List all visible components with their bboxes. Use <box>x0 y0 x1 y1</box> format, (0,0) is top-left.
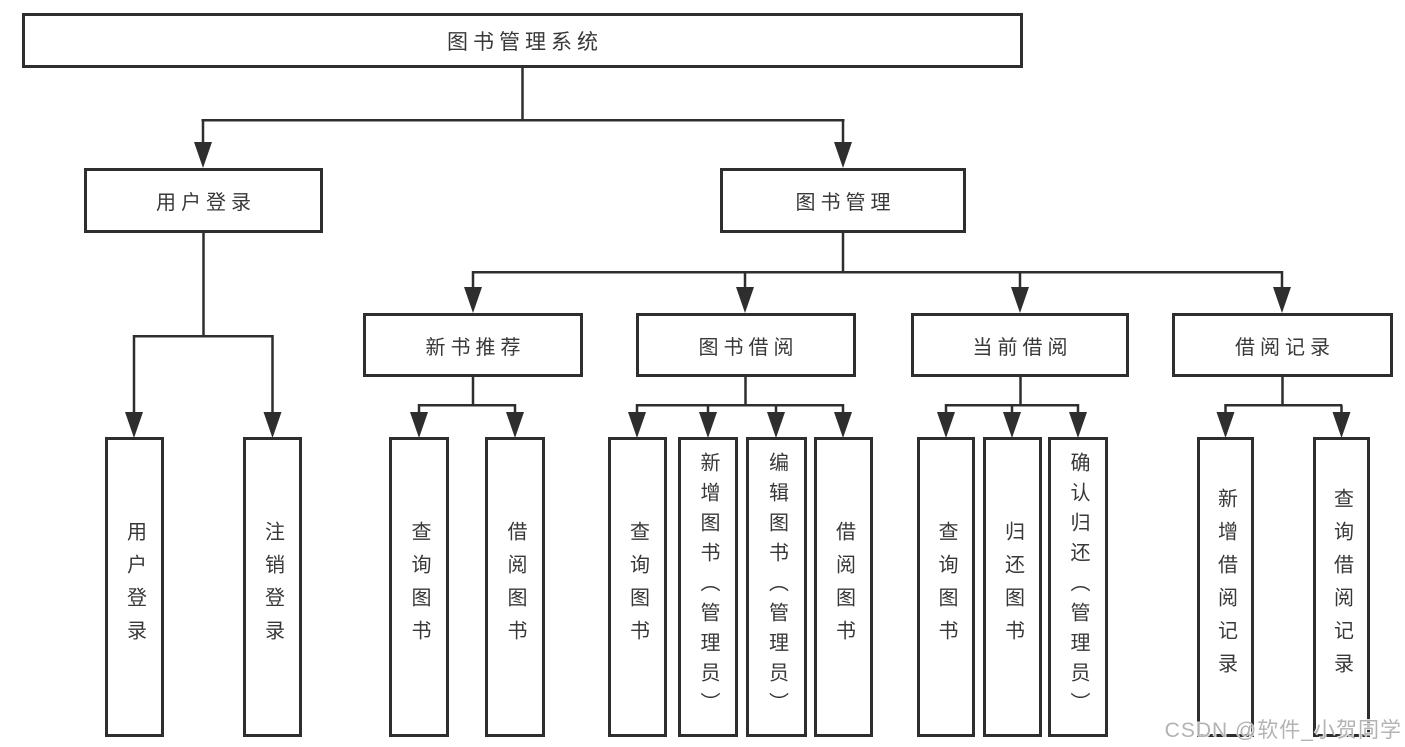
leaf-logout: 注销登录 <box>243 437 302 737</box>
arrowheads-new-book-recommendation <box>410 412 524 438</box>
leaf-query-borrow-record: 查询借阅记录 <box>1313 437 1370 737</box>
connector-book-management <box>471 233 1284 289</box>
node-user-login-label: 用户登录 <box>156 192 256 214</box>
leaf-query-books-recommend: 查询图书 <box>389 437 449 737</box>
node-library-system: 图书管理系统 <box>22 13 1023 68</box>
node-book-borrowing-label: 图书借阅 <box>698 336 799 359</box>
node-book-borrowing: 图书借阅 <box>636 313 856 377</box>
node-borrowing-records-label: 借阅记录 <box>1235 336 1335 359</box>
leaf-add-book-admin: 新增图书（管理员） <box>678 437 738 737</box>
leaf-confirm-return-admin: 确认归还（管理员） <box>1048 437 1108 737</box>
node-new-book-recommendation-label: 新书推荐 <box>425 336 526 359</box>
leaf-user-login-label: 用户登录 <box>123 521 146 653</box>
node-current-borrowing-label: 当前借阅 <box>972 336 1073 359</box>
leaf-confirm-return-admin-label: 确认归还（管理员） <box>1067 452 1089 722</box>
leaf-add-borrow-record: 新增借阅记录 <box>1197 437 1254 737</box>
connector-user-login <box>132 233 274 414</box>
connector-current-borrowing <box>944 377 1080 414</box>
node-library-system-label: 图书管理系统 <box>447 30 603 54</box>
leaf-query-books-current: 查询图书 <box>917 437 975 737</box>
leaf-add-borrow-record-label: 新增借阅记录 <box>1214 488 1237 686</box>
arrowheads-borrowing-records <box>1216 412 1351 438</box>
leaf-query-books-borrowing-label: 查询图书 <box>626 521 649 653</box>
leaf-edit-book-admin: 编辑图书（管理员） <box>746 437 807 737</box>
leaf-query-borrow-record-label: 查询借阅记录 <box>1330 488 1353 686</box>
leaf-return-book-label: 归还图书 <box>1001 521 1024 653</box>
leaf-logout-label: 注销登录 <box>261 521 284 653</box>
leaf-add-book-admin-label: 新增图书（管理员） <box>697 452 719 722</box>
leaf-return-book: 归还图书 <box>983 437 1042 737</box>
leaf-query-books-borrowing: 查询图书 <box>608 437 667 737</box>
connector-new-book-recommendation <box>417 377 517 414</box>
node-book-management-label: 图书管理 <box>795 192 896 214</box>
arrowheads-current-borrowing <box>937 412 1087 438</box>
arrowheads-book-management <box>464 287 1291 313</box>
node-current-borrowing: 当前借阅 <box>911 313 1129 377</box>
leaf-borrow-books-recommend-label: 借阅图书 <box>504 521 526 653</box>
arrowheads-book-borrowing <box>628 412 852 438</box>
connector-book-borrowing <box>635 377 845 414</box>
arrowheads-root <box>194 142 852 168</box>
leaf-borrow-books-borrowing-label: 借阅图书 <box>832 521 855 653</box>
connector-borrowing-records <box>1224 377 1343 414</box>
node-book-management: 图书管理 <box>720 168 966 233</box>
leaf-query-books-current-label: 查询图书 <box>935 521 957 653</box>
leaf-edit-book-admin-label: 编辑图书（管理员） <box>765 452 788 722</box>
leaf-borrow-books-borrowing: 借阅图书 <box>814 437 873 737</box>
node-user-login: 用户登录 <box>84 168 323 233</box>
connector-root <box>201 68 845 144</box>
node-new-book-recommendation: 新书推荐 <box>363 313 583 377</box>
leaf-user-login: 用户登录 <box>105 437 164 737</box>
arrowheads-user-login <box>125 412 282 438</box>
node-borrowing-records: 借阅记录 <box>1172 313 1393 377</box>
leaf-borrow-books-recommend: 借阅图书 <box>485 437 545 737</box>
csdn-watermark: CSDN @软件_小贺同学 <box>1164 719 1402 742</box>
leaf-query-books-recommend-label: 查询图书 <box>408 521 430 653</box>
